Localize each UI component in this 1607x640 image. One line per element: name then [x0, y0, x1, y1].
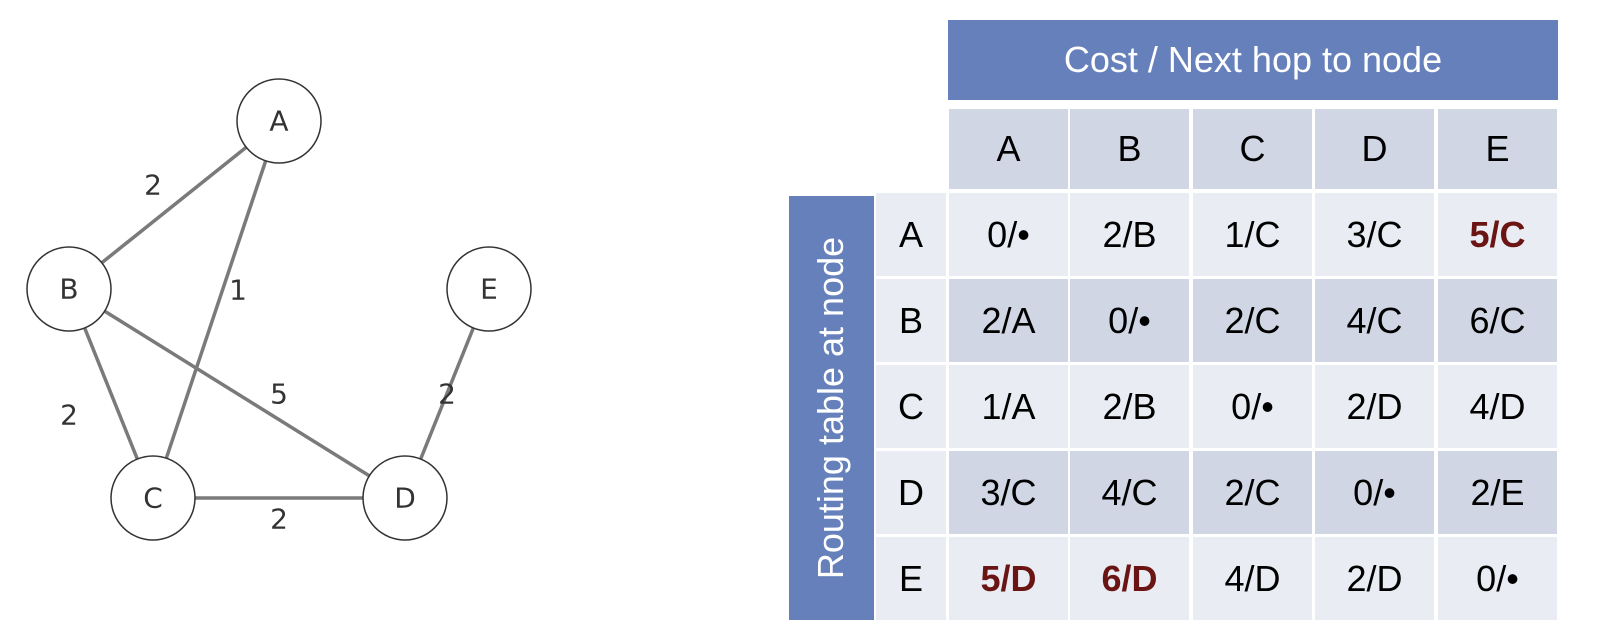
row-header-d: D: [876, 451, 946, 534]
edge-weight-b-c: 2: [60, 399, 78, 432]
node-b: B: [26, 246, 112, 332]
table-cell: 5/D: [949, 537, 1068, 620]
table-cell: 4/C: [1315, 279, 1434, 362]
table-cell: 6/C: [1438, 279, 1557, 362]
node-d: D: [362, 455, 448, 541]
edge-weight-a-b: 2: [144, 169, 162, 202]
table-cell: 0/•: [1438, 537, 1557, 620]
graph-nodes: A B C D E: [26, 78, 532, 541]
table-cell: 4/C: [1070, 451, 1189, 534]
network-graph: 2 1 2 5 2 2 A B C D E: [26, 78, 532, 541]
row-header-e: E: [876, 537, 946, 620]
table-cell: 1/C: [1193, 193, 1312, 276]
edge-weight-a-c: 1: [229, 274, 247, 307]
node-circle: [236, 78, 322, 164]
column-header-d: D: [1315, 109, 1434, 189]
node-c: C: [110, 455, 196, 541]
edge-weight-b-d: 5: [270, 378, 288, 411]
node-label: D: [394, 482, 416, 515]
edge-a-c: [151, 120, 281, 499]
table-cell: 5/C: [1438, 193, 1557, 276]
node-label: A: [269, 105, 288, 138]
edge-weight-c-d: 2: [270, 503, 288, 536]
node-e: E: [446, 246, 532, 332]
table-cell: 1/A: [949, 365, 1068, 448]
node-circle: [446, 246, 532, 332]
table-cell: 0/•: [1193, 365, 1312, 448]
node-label: E: [480, 273, 498, 306]
node-circle: [110, 455, 196, 541]
node-label: B: [59, 273, 78, 306]
row-header-c: C: [876, 365, 946, 448]
table-cell: 3/C: [949, 451, 1068, 534]
table-cell: 0/•: [1315, 451, 1434, 534]
column-header-e: E: [1438, 109, 1557, 189]
table-cell: 2/B: [1070, 365, 1189, 448]
table-cell: 6/D: [1070, 537, 1189, 620]
node-circle: [26, 246, 112, 332]
row-header-a: A: [876, 193, 946, 276]
table-cell: 2/A: [949, 279, 1068, 362]
column-header-b: B: [1070, 109, 1189, 189]
row-title-text: Routing table at node: [810, 236, 852, 580]
table-cell: 2/E: [1438, 451, 1557, 534]
table-cell: 0/•: [1070, 279, 1189, 362]
edge-a-b: [67, 119, 281, 291]
table-cell: 2/D: [1315, 365, 1434, 448]
column-title: Cost / Next hop to node: [948, 20, 1558, 100]
edge-weights: 2 1 2 5 2 2: [60, 169, 456, 536]
table-cell: 3/C: [1315, 193, 1434, 276]
table-cell: 2/C: [1193, 451, 1312, 534]
node-label: C: [143, 482, 163, 515]
column-header-c: C: [1193, 109, 1312, 189]
table-cell: 4/D: [1438, 365, 1557, 448]
table-cell: 0/•: [949, 193, 1068, 276]
table-cell: 2/C: [1193, 279, 1312, 362]
table-cell: 2/D: [1315, 537, 1434, 620]
table-cell: 2/B: [1070, 193, 1189, 276]
row-title: Routing table at node: [789, 196, 874, 620]
edge-b-d: [68, 287, 406, 500]
edge-weight-d-e: 2: [438, 378, 456, 411]
node-circle: [362, 455, 448, 541]
node-a: A: [236, 78, 322, 164]
table-cell: 4/D: [1193, 537, 1312, 620]
column-header-a: A: [949, 109, 1068, 189]
row-header-b: B: [876, 279, 946, 362]
